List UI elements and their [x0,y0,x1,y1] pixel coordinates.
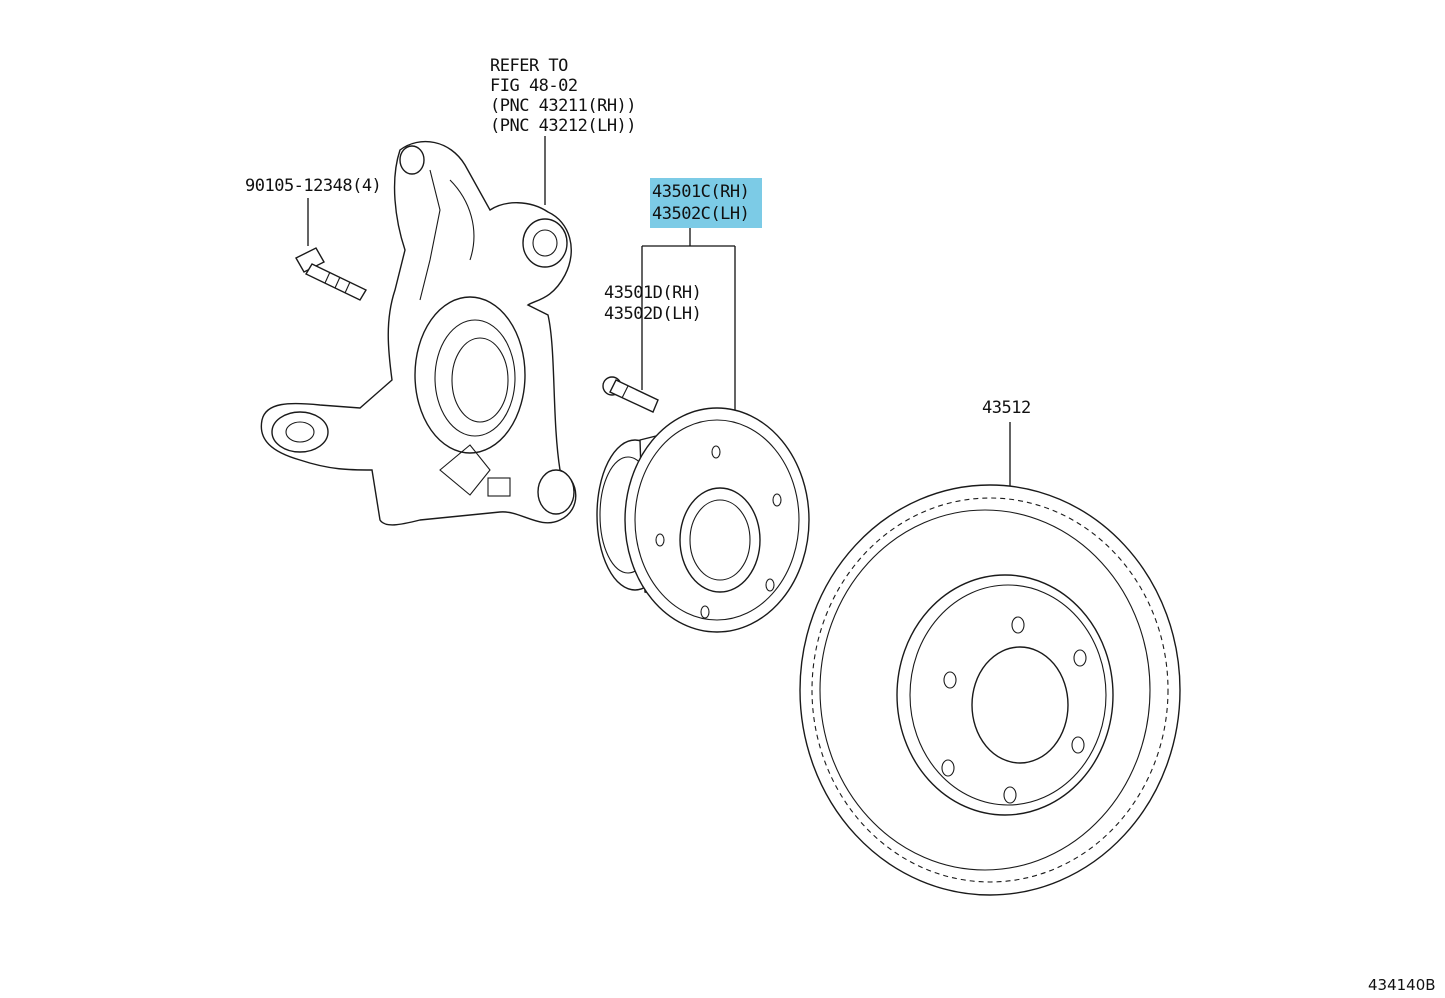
leader-lines [307,136,1011,486]
steering-knuckle-drawing [260,140,577,526]
axle-hub-drawing [596,407,810,633]
hub-bolt-callout-rh[interactable]: 43501D(RH) [604,283,702,303]
hub-bolt-drawing [602,376,659,413]
hub-bolt-callout-lh[interactable]: 43502D(LH) [604,304,702,324]
knuckle-ref-line-4: (PNC 43212(LH)) [490,116,637,136]
figure-id: 434140B [1368,976,1436,994]
hub-assembly-callout-rh[interactable]: 43501C(RH) [652,182,750,202]
hub-assembly-callout-lh[interactable]: 43502C(LH) [652,204,750,224]
knuckle-ref-line-2: FIG 48-02 [490,76,578,96]
knuckle-ref-line-1: REFER TO [490,56,568,76]
knuckle-ref-line-3: (PNC 43211(RH)) [490,96,637,116]
bolt-callout[interactable]: 90105-12348(4) [245,176,382,196]
disc-callout[interactable]: 43512 [982,398,1031,418]
brake-disc-drawing [799,484,1181,896]
flange-bolt-drawing [295,247,367,301]
callout-highlight [650,178,762,228]
